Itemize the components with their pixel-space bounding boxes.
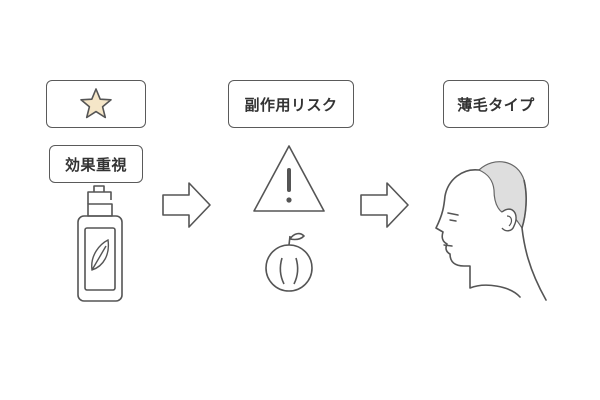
star-box [46,80,146,128]
effect-priority-label: 効果重視 [64,155,127,174]
thinning-hair-type-label-box: 薄毛タイプ [443,80,549,128]
leaf-icon [91,238,110,271]
star-icon [80,88,112,119]
effect-priority-label-box: 効果重視 [49,145,143,183]
thinning-hair-type-label: 薄毛タイプ [457,95,535,114]
side-effect-risk-label-box: 副作用リスク [228,80,354,128]
side-effect-risk-label: 副作用リスク [244,95,338,114]
